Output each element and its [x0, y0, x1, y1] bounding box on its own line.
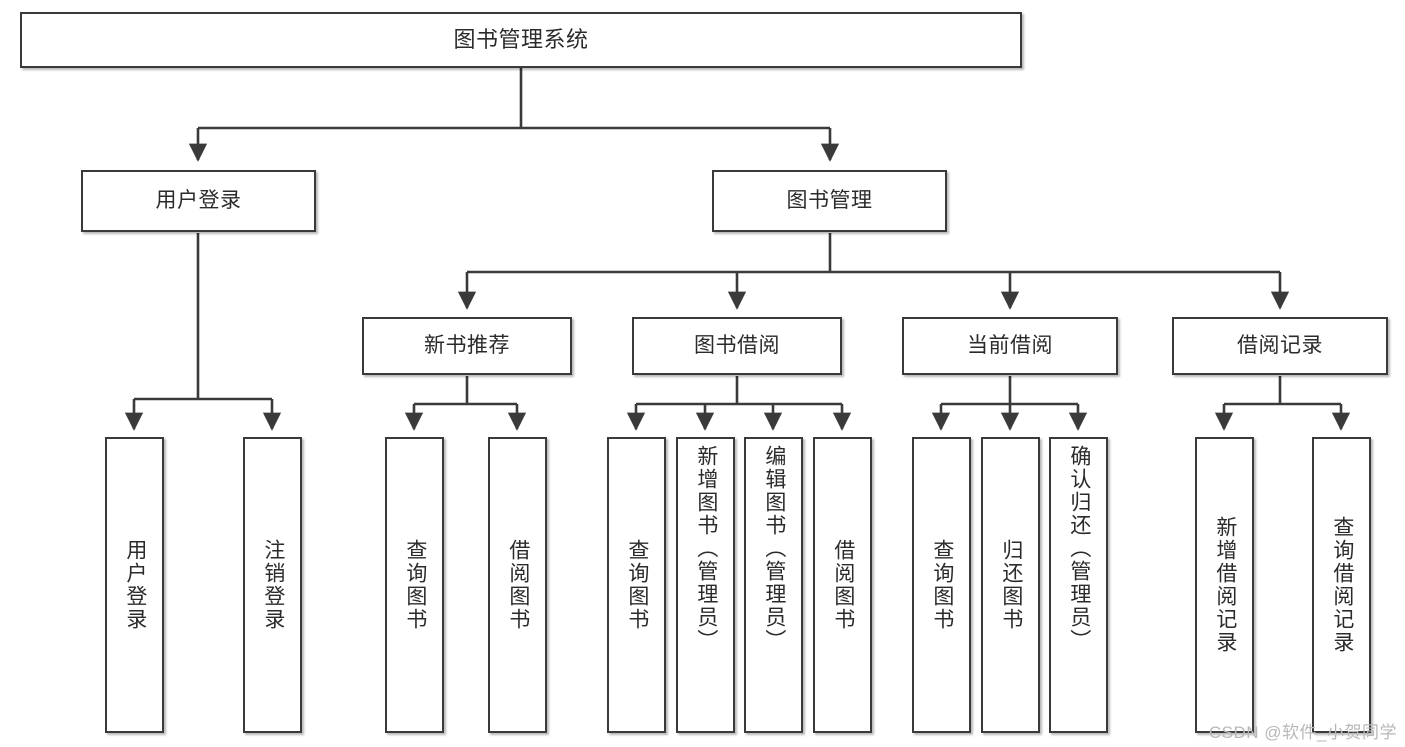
- node-label: 图书管理系统: [453, 27, 589, 53]
- node-label: 图书管理: [786, 188, 873, 212]
- leaf-query-borrow-record[interactable]: 查询借阅记录: [1312, 437, 1371, 733]
- leaf-add-book-admin[interactable]: 新增图书（管理员）: [676, 437, 735, 733]
- node-label: 查询图书: [930, 539, 954, 631]
- node-book-borrow[interactable]: 图书借阅: [632, 317, 842, 375]
- node-label: 借阅记录: [1237, 333, 1323, 357]
- node-label: 借阅图书: [831, 539, 855, 631]
- node-label: 新增图书（管理员）: [694, 445, 718, 652]
- leaf-borrow-book-1[interactable]: 借阅图书: [488, 437, 547, 733]
- leaf-return-book[interactable]: 归还图书: [981, 437, 1040, 733]
- node-label: 新书推荐: [424, 333, 510, 357]
- csdn-watermark: CSDN @软件_小贺同学: [1208, 723, 1397, 742]
- node-label: 编辑图书（管理员）: [762, 445, 786, 652]
- leaf-query-book-3[interactable]: 查询图书: [912, 437, 971, 733]
- node-label: 查询图书: [625, 539, 649, 631]
- node-borrow-record[interactable]: 借阅记录: [1172, 317, 1388, 375]
- node-label: 归还图书: [999, 539, 1023, 631]
- node-current-borrow[interactable]: 当前借阅: [902, 317, 1118, 375]
- node-user-login[interactable]: 用户登录: [81, 170, 316, 232]
- node-new-book-recommendation[interactable]: 新书推荐: [362, 317, 572, 375]
- leaf-borrow-book-2[interactable]: 借阅图书: [813, 437, 872, 733]
- node-label: 确认归还（管理员）: [1067, 445, 1091, 652]
- node-book-management[interactable]: 图书管理: [712, 170, 947, 232]
- node-label: 图书借阅: [694, 333, 780, 357]
- node-label: 用户登录: [155, 188, 242, 212]
- leaf-user-login[interactable]: 用户登录: [105, 437, 164, 733]
- leaf-edit-book-admin[interactable]: 编辑图书（管理员）: [744, 437, 803, 733]
- node-label: 注销登录: [261, 539, 285, 631]
- node-label: 查询借阅记录: [1330, 516, 1354, 654]
- node-book-management-system[interactable]: 图书管理系统: [20, 12, 1022, 68]
- node-label: 借阅图书: [506, 539, 530, 631]
- leaf-confirm-return-admin[interactable]: 确认归还（管理员）: [1049, 437, 1108, 733]
- node-label: 查询图书: [403, 539, 427, 631]
- node-label: 当前借阅: [967, 333, 1053, 357]
- leaf-query-book-1[interactable]: 查询图书: [385, 437, 444, 733]
- leaf-logout[interactable]: 注销登录: [243, 437, 302, 733]
- leaf-add-borrow-record[interactable]: 新增借阅记录: [1195, 437, 1254, 733]
- node-label: 新增借阅记录: [1213, 516, 1237, 654]
- leaf-query-book-2[interactable]: 查询图书: [607, 437, 666, 733]
- node-label: 用户登录: [123, 539, 147, 631]
